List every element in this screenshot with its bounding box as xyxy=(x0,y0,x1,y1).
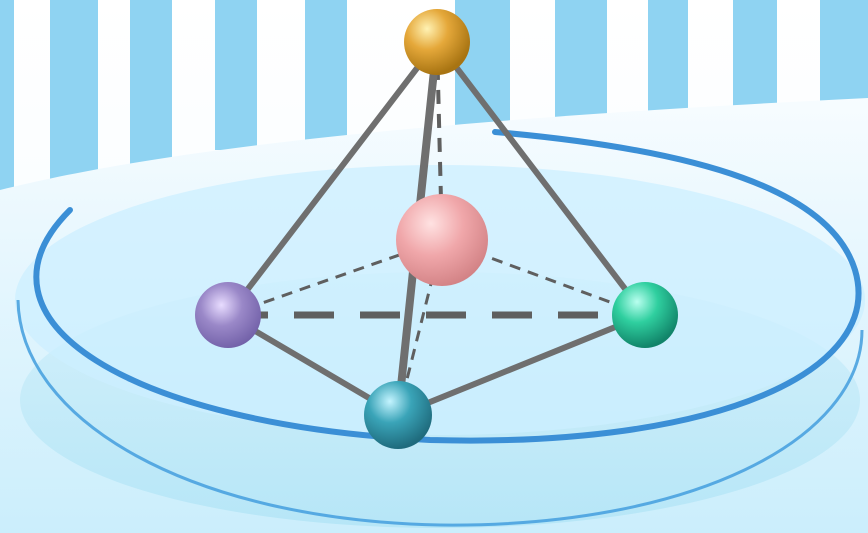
stripe xyxy=(130,0,172,170)
stripe xyxy=(0,0,14,210)
atom-top xyxy=(404,9,470,75)
dish-lid xyxy=(15,165,865,435)
stripe xyxy=(733,0,777,120)
edge-top-right xyxy=(434,39,648,318)
stripe xyxy=(820,0,868,115)
stripe xyxy=(215,0,257,150)
atom-left xyxy=(195,282,261,348)
edge-right-bottom xyxy=(395,312,648,418)
atoms xyxy=(195,9,678,449)
dish-rim-front xyxy=(33,129,862,444)
stripe xyxy=(455,0,510,130)
dish-rim-bottom xyxy=(16,299,864,527)
edge-top-left xyxy=(225,39,440,318)
stripe xyxy=(305,0,347,140)
dashed-edge-top-center xyxy=(435,41,444,241)
stripe xyxy=(648,0,688,125)
atom-bottom xyxy=(364,381,432,449)
atom-right xyxy=(612,282,678,348)
stripe xyxy=(555,0,607,130)
background-stripes xyxy=(0,0,868,210)
stripe xyxy=(50,0,98,190)
atom-center xyxy=(396,194,488,286)
